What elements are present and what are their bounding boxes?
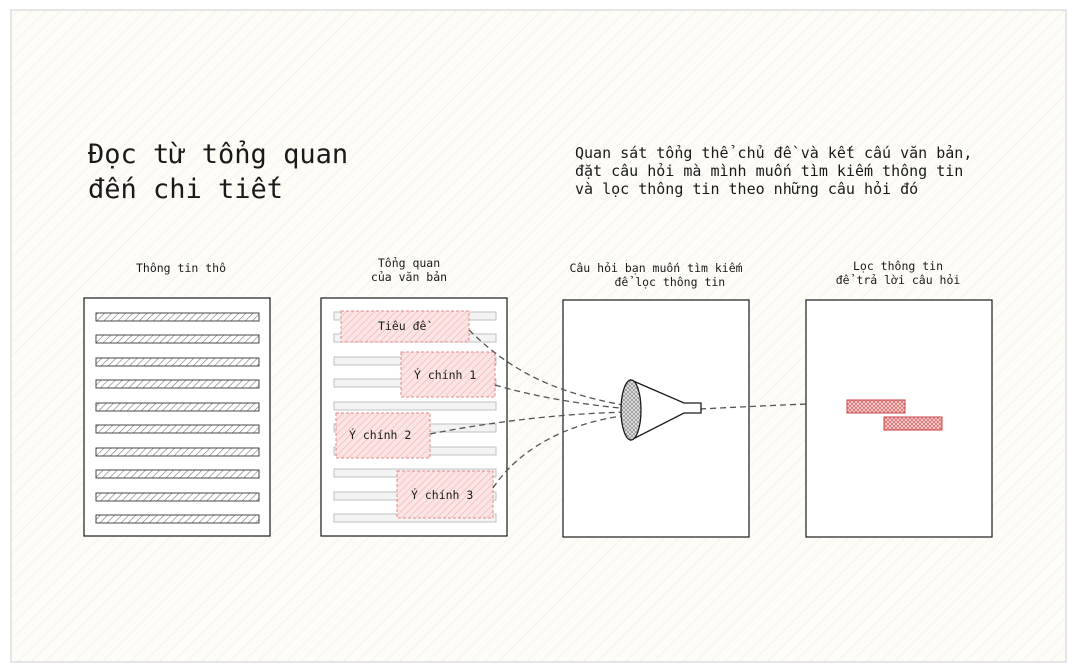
- raw-text-line-4: [95, 379, 260, 389]
- flow-line-main-3: [492, 413, 641, 489]
- highlight-title: [340, 310, 470, 343]
- panel-overview: [320, 297, 508, 537]
- panel-filtered: [805, 299, 993, 538]
- panel-label-overview: Tổng quan của văn bản: [370, 256, 448, 284]
- raw-text-line-6: [95, 424, 260, 434]
- raw-text-line-8: [95, 469, 260, 479]
- description: Quan sát tổng thể chủ đề và kết cấu văn …: [575, 144, 973, 198]
- raw-text-line-3: [95, 357, 260, 367]
- highlight-main-idea-1: [400, 351, 496, 398]
- raw-text-line-1: [95, 312, 260, 322]
- overview-item-main-2: Ý chính 2: [349, 428, 412, 442]
- overview-text-line-5: [333, 401, 497, 411]
- overview-item-title: Tiêu đề: [378, 319, 427, 333]
- flow-lines: [429, 329, 809, 489]
- page-title: Đọc từ tổng quan đến chi tiết: [88, 139, 349, 205]
- funnel-icon: [620, 379, 702, 442]
- raw-text-line-5: [95, 402, 260, 412]
- raw-text-line-2: [95, 334, 260, 344]
- flow-line-title: [468, 329, 641, 409]
- flow-line-main-1: [494, 384, 641, 411]
- highlight-main-idea-2: [335, 412, 431, 459]
- highlight-main-idea-3: [396, 470, 494, 519]
- filtered-bar-1: [846, 399, 906, 414]
- panel-raw-info: [83, 297, 271, 537]
- overview-item-main-3: Ý chính 3: [411, 488, 474, 502]
- panel-label-questions: Câu hỏi bạn muốn tìm kiếm để lọc thông t…: [569, 261, 743, 289]
- raw-text-line-10: [95, 514, 260, 524]
- flow-line-output: [699, 403, 809, 410]
- panel-label-filtered: Lọc thông tin để trả lời câu hỏi: [835, 259, 961, 287]
- panel-label-raw-info: Thông tin thô: [135, 261, 226, 275]
- filtered-bar-2: [883, 416, 943, 431]
- overview-item-main-1: Ý chính 1: [414, 368, 477, 382]
- raw-text-line-7: [95, 447, 260, 457]
- raw-text-line-9: [95, 492, 260, 502]
